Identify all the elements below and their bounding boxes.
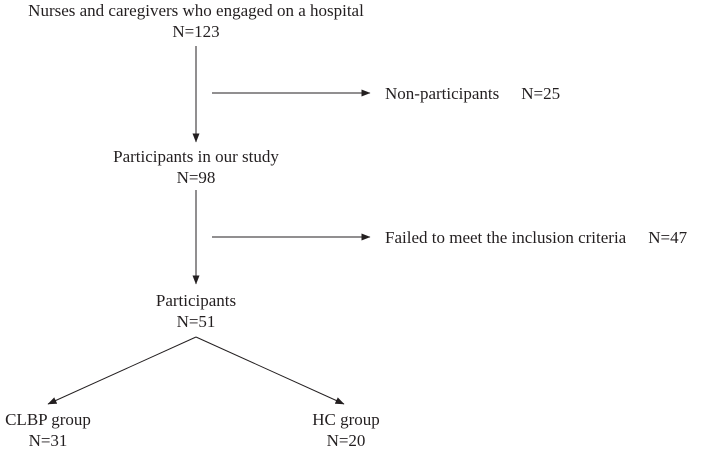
- step-all-staff-count: N=123: [172, 22, 220, 41]
- group-clbp-label: CLBP group: [5, 410, 91, 429]
- exclusion-failed-criteria: Failed to meet the inclusion criteria N=4…: [385, 227, 687, 248]
- group-hc: HC group N=20: [286, 409, 406, 451]
- exclusion-non-participants: Non-participants N=25: [385, 83, 560, 104]
- exclusion-failed-criteria-count: N=47: [648, 228, 688, 247]
- group-clbp-count: N=31: [28, 431, 68, 450]
- step-final-participants: Participants N=51: [96, 290, 296, 332]
- step-all-staff-label: Nurses and caregivers who engaged on a h…: [28, 1, 364, 20]
- exclusion-failed-criteria-label: Failed to meet the inclusion criteria: [385, 228, 627, 247]
- step-study-participants-count: N=98: [176, 168, 216, 187]
- step-final-participants-label: Participants: [155, 291, 237, 310]
- step-final-participants-count: N=51: [176, 312, 216, 331]
- step-study-participants: Participants in our study N=98: [56, 146, 336, 188]
- arrow-to-hc-group: [195, 336, 345, 405]
- group-clbp: CLBP group N=31: [0, 409, 110, 451]
- arrow-to-clbp-group: [47, 336, 197, 405]
- step-all-staff: Nurses and caregivers who engaged on a h…: [0, 0, 392, 42]
- group-hc-label: HC group: [312, 410, 380, 429]
- exclusion-non-participants-label: Non-participants: [385, 84, 500, 103]
- group-hc-count: N=20: [326, 431, 366, 450]
- step-study-participants-label: Participants in our study: [113, 147, 279, 166]
- exclusion-non-participants-count: N=25: [521, 84, 561, 103]
